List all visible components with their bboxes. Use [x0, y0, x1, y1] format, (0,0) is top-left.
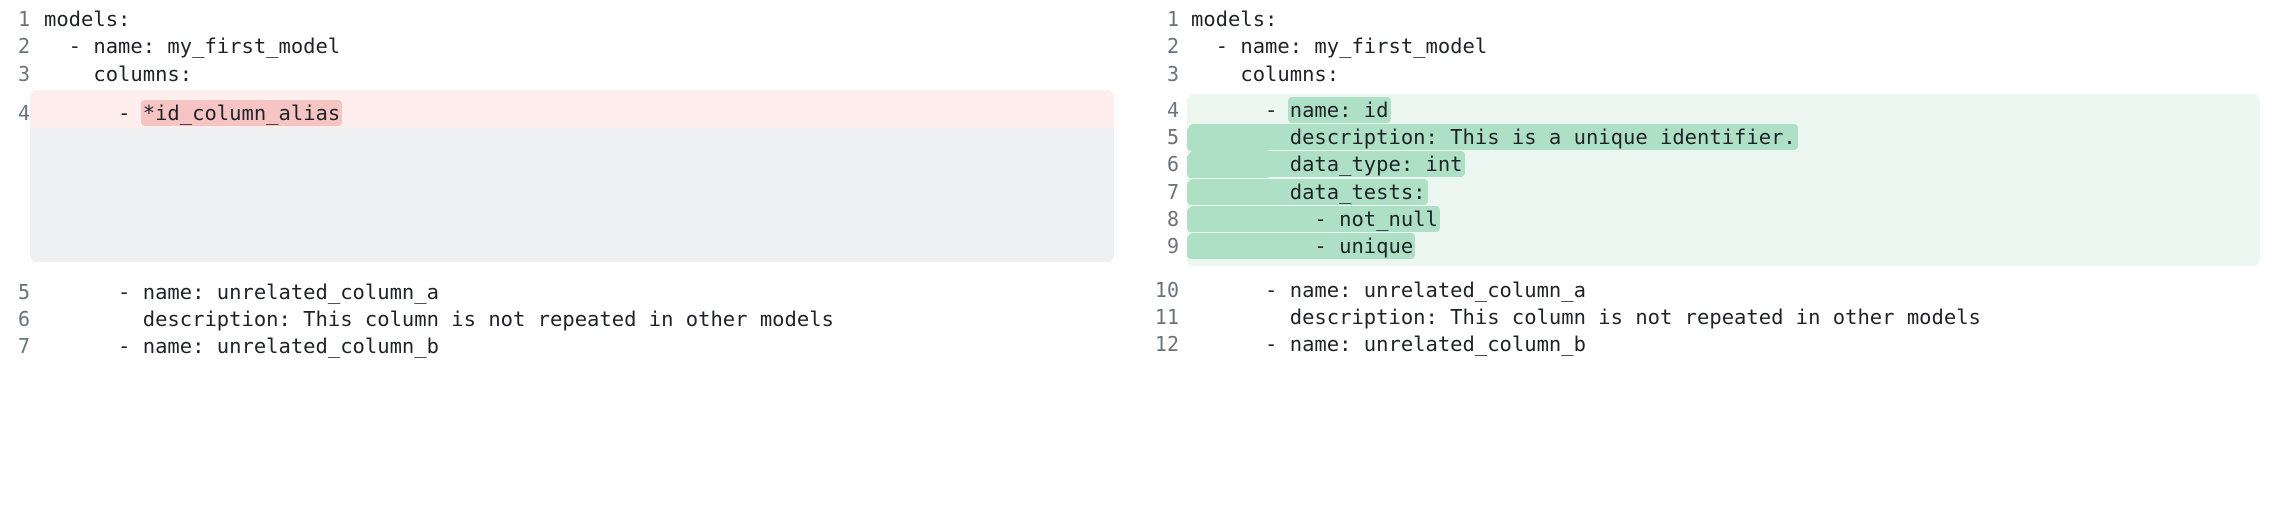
code-line[interactable]: 2 - name: my_first_model [1139, 33, 2278, 60]
code-line[interactable]: 7 - name: unrelated_column_b [0, 333, 1139, 360]
line-number: 2 [17, 34, 30, 59]
line-number: 2 [1166, 34, 1179, 59]
line-number: 3 [17, 61, 30, 86]
line-content: columns: [44, 61, 193, 86]
code-line[interactable]: 2 - name: my_first_model [0, 33, 1139, 60]
placeholder-filler [0, 129, 1139, 263]
line-content: columns: [1191, 61, 1340, 86]
added-token: - not_null [1189, 206, 1440, 233]
code-line-deleted[interactable]: 4 - *id_column_alias [0, 97, 1139, 129]
line-content: - not_null [1179, 206, 2278, 233]
code-line-added[interactable]: 8 - not_null [1139, 206, 2278, 233]
line-number: 4 [17, 100, 30, 125]
line-content: - *id_column_alias [30, 97, 1139, 129]
line-number: 5 [17, 279, 30, 304]
code-line[interactable]: 3 columns: [1139, 61, 2278, 88]
line-content: models: [1191, 7, 1278, 31]
line-content: - name: unrelated_column_a [1191, 277, 1586, 302]
code-line[interactable]: 1 models: [1139, 6, 2278, 33]
line-number: 1 [1166, 7, 1179, 31]
code-line[interactable]: 12 - name: unrelated_column_b [1139, 331, 2278, 358]
row-gap [1139, 261, 2278, 277]
line-content: - name: my_first_model [1191, 34, 1488, 59]
code-line[interactable]: 5 - name: unrelated_column_a [0, 279, 1139, 306]
code-line-added[interactable]: 4 - name: id [1139, 96, 2278, 124]
code-line-added[interactable]: 6 data_type: int [1139, 151, 2278, 178]
line-number: 9 [1166, 234, 1179, 259]
line-prefix: - [1191, 97, 1290, 122]
code-line-added[interactable]: 5 description: This is a unique identifi… [1139, 124, 2278, 151]
line-number: 11 [1154, 304, 1179, 329]
line-content: description: This is a unique identifier… [1179, 124, 2278, 151]
line-prefix: - [44, 100, 143, 125]
code-line[interactable]: 3 columns: [0, 61, 1139, 88]
code-line[interactable]: 6 description: This column is not repeat… [0, 306, 1139, 333]
line-number: 12 [1154, 332, 1179, 357]
line-number: 8 [1166, 207, 1179, 232]
line-content: - name: unrelated_column_a [44, 279, 439, 304]
line-content: description: This column is not repeated… [1191, 304, 1981, 329]
added-token: data_type: int [1189, 151, 1465, 178]
row-gap [0, 263, 1139, 279]
line-number: 6 [17, 307, 30, 332]
diff-pane-before-inner: 1 models: 2 - name: my_first_model 3 col… [0, 0, 1139, 361]
row-gap [0, 88, 1139, 97]
line-number: 1 [17, 7, 30, 31]
line-number: 7 [17, 334, 30, 359]
line-number: 4 [1166, 97, 1179, 122]
line-content: - name: id [1179, 96, 2278, 124]
deleted-token: *id_column_alias [140, 99, 343, 126]
added-token: description: This is a unique identifier… [1189, 124, 1798, 151]
row-gap [1139, 88, 2278, 97]
code-line-added[interactable]: 7 data_tests: [1139, 178, 2278, 206]
line-number: 3 [1166, 61, 1179, 86]
added-token: data_tests: [1189, 178, 1428, 205]
line-content: - name: unrelated_column_b [1191, 332, 1586, 357]
code-line-added[interactable]: 9 - unique [1139, 233, 2278, 260]
line-content: description: This column is not repeated… [44, 307, 834, 332]
line-number: 7 [1166, 179, 1179, 204]
code-line[interactable]: 1 models: [0, 6, 1139, 33]
line-content: data_type: int [1179, 151, 2278, 178]
line-content: data_tests: [1179, 178, 2278, 206]
diff-pane-after-inner: 1 models: 2 - name: my_first_model 3 col… [1139, 0, 2278, 359]
added-token: - unique [1189, 233, 1416, 260]
added-token: name: id [1287, 96, 1391, 123]
line-content: - unique [1179, 233, 2278, 260]
diff-pane-before: 1 models: 2 - name: my_first_model 3 col… [0, 0, 1139, 361]
line-content: - name: my_first_model [44, 34, 341, 59]
line-number: 6 [1166, 152, 1179, 177]
code-line[interactable]: 11 description: This column is not repea… [1139, 304, 2278, 331]
line-number: 5 [1166, 125, 1179, 150]
line-content: models: [44, 7, 131, 31]
diff-pane-after: 1 models: 2 - name: my_first_model 3 col… [1139, 0, 2278, 528]
line-number: 10 [1154, 277, 1179, 302]
line-content: - name: unrelated_column_b [44, 334, 439, 359]
code-line[interactable]: 10 - name: unrelated_column_a [1139, 277, 2278, 304]
